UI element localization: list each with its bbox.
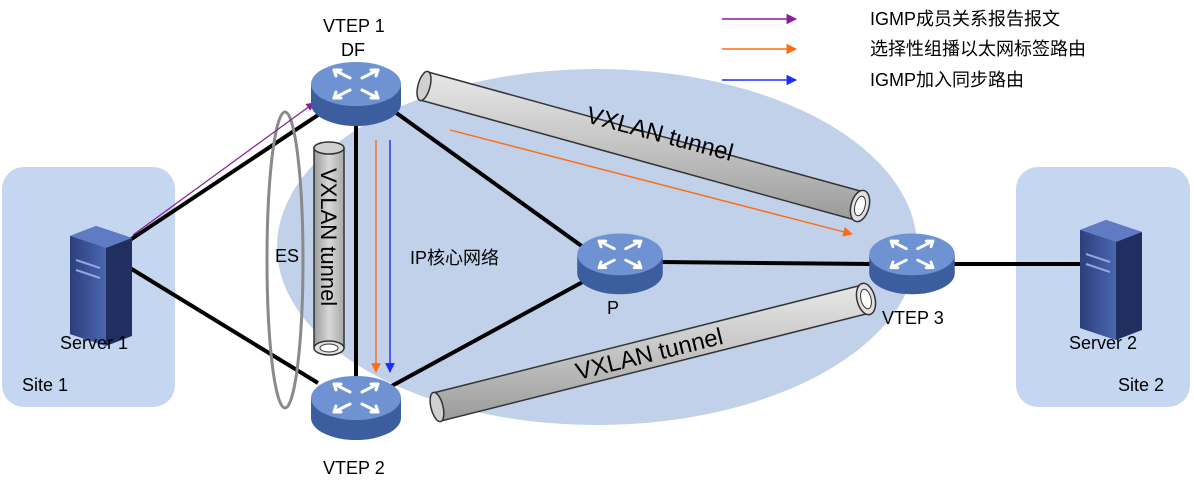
igmp-report-arrow (132, 102, 315, 236)
link-vtep1-p (393, 110, 592, 254)
legend-label-join-sync: IGMP加入同步路由 (870, 70, 1024, 90)
p-label: P (607, 298, 619, 318)
site1-label: Site 1 (22, 375, 68, 395)
vxlan-tunnel-upper: VXLAN tunnel (416, 70, 871, 223)
vxlan-tunnel-vertical: VXLAN tunnel (313, 141, 345, 356)
legend-label-igmp-report: IGMP成员关系报告报文 (870, 9, 1060, 29)
link-server1-vtep2 (128, 266, 320, 385)
vtep1-role-label: DF (341, 40, 365, 60)
legend-label-smet-route: 选择性组播以太网标签路由 (870, 39, 1086, 59)
link-p-vtep3 (659, 260, 873, 266)
tunnel-vertical-label: VXLAN tunnel (316, 168, 341, 306)
legend: IGMP成员关系报告报文 选择性组播以太网标签路由 IGMP加入同步路由 (722, 9, 1086, 90)
vtep3-label: VTEP 3 (882, 308, 944, 328)
server2-icon (1080, 220, 1142, 340)
site2-label: Site 2 (1118, 375, 1164, 395)
vtep1-router-icon (309, 60, 403, 128)
es-ring (265, 110, 305, 410)
server1-label: Server 1 (60, 333, 128, 353)
vtep3-router-icon (867, 232, 957, 296)
links (128, 110, 1080, 390)
vtep1-label: VTEP 1 (323, 16, 385, 36)
server2-label: Server 2 (1069, 333, 1137, 353)
ip-core-label: IP核心网络 (410, 248, 499, 268)
link-server1-vtep1 (128, 113, 320, 242)
link-vtep2-p (387, 276, 591, 390)
es-label: ES (275, 246, 299, 266)
vtep2-router-icon (309, 374, 403, 442)
vtep2-label: VTEP 2 (323, 458, 385, 478)
smet-route-arrow-to-vtep3 (449, 129, 853, 237)
server1-icon (70, 226, 132, 346)
p-router-icon (575, 232, 665, 296)
